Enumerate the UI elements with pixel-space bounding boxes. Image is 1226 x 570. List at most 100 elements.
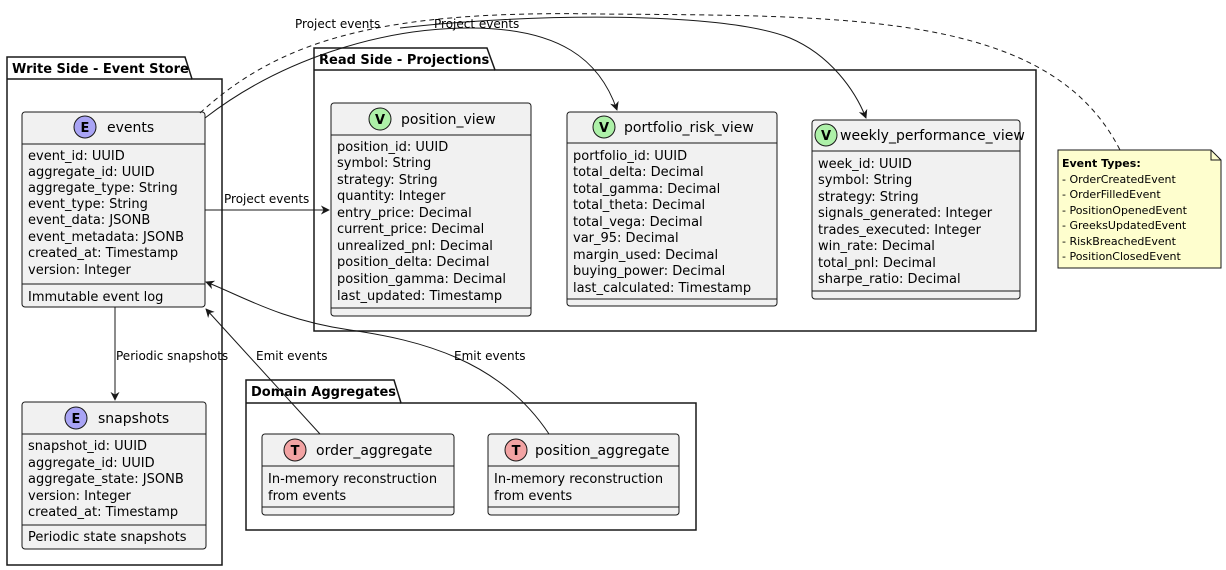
- field-item: position_id: UUID: [337, 140, 448, 155]
- field-item: position_delta: Decimal: [337, 255, 489, 270]
- package-domain-aggregates: Domain Aggregates: [245, 379, 697, 531]
- description-order-aggregate: In-memory reconstruction from events: [268, 472, 441, 504]
- field-list-events: event_id: UUID aggregate_id: UUID aggreg…: [28, 149, 188, 278]
- field-list-snapshots: snapshot_id: UUID aggregate_id: UUID agg…: [28, 439, 188, 520]
- note-item: - PositionOpenedEvent: [1062, 204, 1188, 217]
- field-item: buying_power: Decimal: [573, 264, 725, 279]
- description-line: from events: [268, 489, 346, 504]
- field-list-position-view: position_id: UUID symbol: String strateg…: [337, 140, 510, 304]
- class-events: E events event_id: UUID aggregate_id: UU…: [21, 111, 206, 308]
- field-item: aggregate_id: UUID: [28, 165, 155, 180]
- field-item: strategy: String: [818, 190, 919, 205]
- edge-label-project-to-weekly: Project events: [434, 17, 519, 31]
- note-connector: [199, 13, 1121, 151]
- view-badge-icon: [814, 123, 838, 147]
- field-item: symbol: String: [818, 173, 912, 188]
- view-badge-letter: V: [821, 129, 831, 144]
- view-badge-letter: V: [599, 121, 609, 136]
- edge-project-to-weekly: [399, 16, 868, 119]
- field-item: symbol: String: [337, 156, 431, 171]
- package-write-side: Write Side - Event Store: [6, 56, 223, 566]
- note-item: - RiskBreachedEvent: [1062, 235, 1177, 248]
- edge-label-emit-order: Emit events: [256, 349, 328, 363]
- entity-badge-icon: [64, 406, 88, 430]
- package-title-domain-aggregates: Domain Aggregates: [251, 385, 396, 400]
- note-title: Event Types:: [1062, 157, 1141, 170]
- class-name-snapshots: snapshots: [98, 411, 169, 427]
- description-line: In-memory reconstruction: [268, 472, 437, 487]
- field-item: total_vega: Decimal: [573, 215, 703, 230]
- package-title-read-side: Read Side - Projections: [319, 53, 490, 68]
- view-badge-letter: V: [375, 113, 385, 128]
- class-position-aggregate: T position_aggregate In-memory reconstru…: [487, 433, 680, 516]
- field-item: week_id: UUID: [818, 157, 912, 172]
- class-order-aggregate: T order_aggregate In-memory reconstructi…: [261, 433, 455, 516]
- field-item: portfolio_id: UUID: [573, 149, 687, 164]
- field-item: quantity: Integer: [337, 189, 446, 204]
- entity-badge-icon: [73, 115, 97, 139]
- field-item: strategy: String: [337, 173, 438, 188]
- edge-label-emit-position: Emit events: [454, 349, 526, 363]
- field-list-weekly-performance-view: week_id: UUID symbol: String strategy: S…: [818, 157, 996, 287]
- field-item: sharpe_ratio: Decimal: [818, 272, 961, 287]
- field-item: trades_executed: Integer: [818, 223, 982, 238]
- field-item: aggregate_type: String: [28, 181, 178, 196]
- field-item: event_metadata: JSONB: [28, 230, 184, 245]
- edge-label-project-to-risk: Project events: [295, 17, 380, 31]
- field-item: total_pnl: Decimal: [818, 256, 936, 271]
- entity-badge-letter: E: [81, 121, 90, 136]
- edge-label-project-to-position: Project events: [224, 192, 309, 206]
- note-item: - OrderFilledEvent: [1062, 188, 1161, 201]
- field-item: current_price: Decimal: [337, 222, 484, 237]
- class-name-weekly-performance-view: weekly_performance_view: [840, 128, 1025, 144]
- note-event-types: Event Types: - OrderCreatedEvent - Order…: [1057, 149, 1222, 269]
- field-item: total_delta: Decimal: [573, 165, 704, 180]
- package-title-write-side: Write Side - Event Store: [12, 62, 189, 77]
- package-read-side: Read Side - Projections: [313, 47, 1037, 332]
- edge-label-periodic-snapshots: Periodic snapshots: [116, 349, 228, 363]
- class-position-view: V position_view position_id: UUID symbol…: [330, 102, 532, 317]
- view-badge-icon: [368, 107, 392, 131]
- class-weekly-performance-view: V weekly_performance_view week_id: UUID …: [811, 119, 1025, 300]
- field-item: created_at: Timestamp: [28, 505, 178, 520]
- field-item: entry_price: Decimal: [337, 206, 472, 221]
- description-position-aggregate: In-memory reconstruction from events: [494, 472, 667, 504]
- field-item: margin_used: Decimal: [573, 248, 718, 263]
- note-item: - GreeksUpdatedEvent: [1062, 219, 1187, 232]
- description-line: from events: [494, 489, 572, 504]
- edge-emit-position: [205, 280, 550, 435]
- field-item: total_gamma: Decimal: [573, 182, 720, 197]
- class-portfolio-risk-view: V portfolio_risk_view portfolio_id: UUID…: [566, 111, 778, 307]
- description-line: In-memory reconstruction: [494, 472, 663, 487]
- field-item: event_type: String: [28, 197, 148, 212]
- note-item: - OrderCreatedEvent: [1062, 173, 1176, 186]
- field-item: event_id: UUID: [28, 149, 125, 164]
- field-item: aggregate_state: JSONB: [28, 472, 184, 487]
- field-item: unrealized_pnl: Decimal: [337, 239, 493, 254]
- field-item: version: Integer: [28, 489, 132, 504]
- field-item: snapshot_id: UUID: [28, 439, 147, 454]
- edge-emit-order: [205, 308, 321, 435]
- field-item: position_gamma: Decimal: [337, 272, 506, 287]
- view-badge-icon: [592, 115, 616, 139]
- field-item: last_updated: Timestamp: [337, 289, 502, 304]
- class-name-portfolio-risk-view: portfolio_risk_view: [624, 120, 754, 136]
- field-item: signals_generated: Integer: [818, 206, 993, 221]
- class-name-position-view: position_view: [401, 112, 496, 128]
- class-note-snapshots: Periodic state snapshots: [28, 530, 187, 545]
- note-items: - OrderCreatedEvent - OrderFilledEvent -…: [1062, 173, 1190, 263]
- table-badge-letter: T: [512, 444, 521, 459]
- entity-badge-letter: E: [72, 412, 81, 427]
- field-item: aggregate_id: UUID: [28, 456, 155, 471]
- field-item: event_data: JSONB: [28, 213, 150, 228]
- edge-project-to-risk: [204, 27, 619, 119]
- table-badge-icon: [283, 438, 307, 462]
- field-item: var_95: Decimal: [573, 231, 679, 246]
- field-item: win_rate: Decimal: [818, 239, 935, 254]
- field-item: total_theta: Decimal: [573, 198, 705, 213]
- field-item: last_calculated: Timestamp: [573, 281, 751, 296]
- field-item: version: Integer: [28, 263, 132, 278]
- class-note-events: Immutable event log: [28, 290, 163, 305]
- note-item: - PositionClosedEvent: [1062, 250, 1181, 263]
